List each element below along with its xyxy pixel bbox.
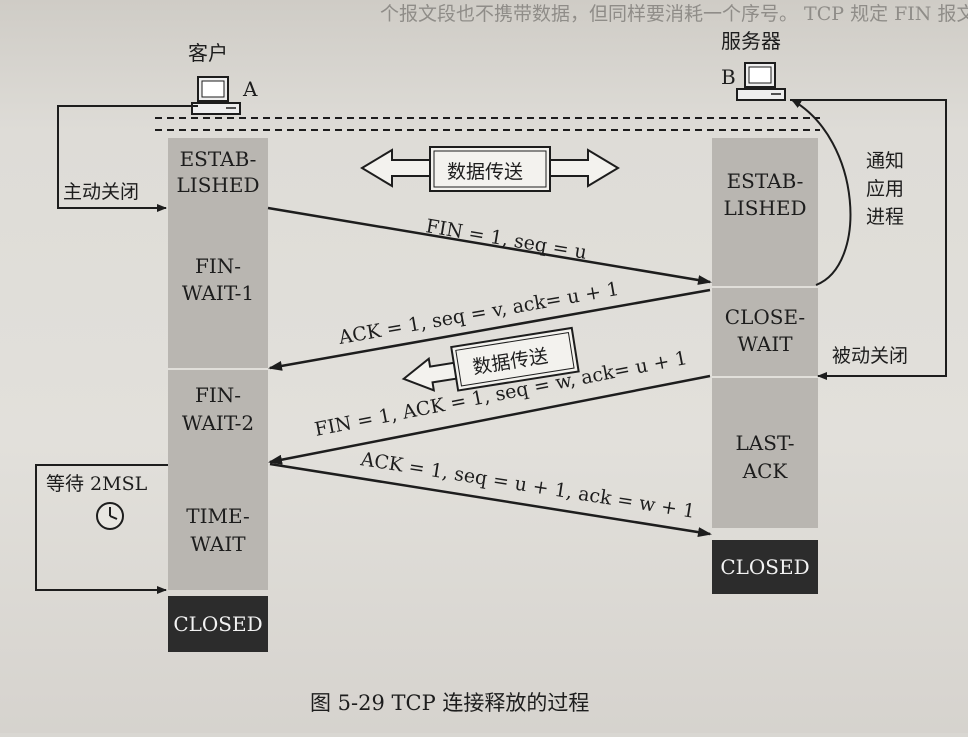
client-closed-label: CLOSED <box>173 612 262 636</box>
server-close-wait-l2: WAIT <box>737 332 793 356</box>
client-time-wait-l1: TIME- <box>186 504 249 528</box>
client-fin-wait-1-l1: FIN- <box>195 254 241 278</box>
state-time-wait <box>168 462 268 590</box>
state-established-server <box>712 138 818 286</box>
state-closed-server <box>712 540 818 594</box>
server-closed-label: CLOSED <box>720 555 809 579</box>
state-fin-wait-1 <box>168 206 268 368</box>
notify-app-curve <box>791 99 852 286</box>
notify-app-l1: 通知 <box>866 150 904 172</box>
computer-icon <box>191 76 241 115</box>
server-last-ack-l2: ACK <box>742 459 789 483</box>
data-transfer-label: 数据传送 <box>447 161 523 183</box>
client-established-l2: LISHED <box>177 173 260 197</box>
state-closed-client <box>168 596 268 652</box>
client-fin-wait-1-l2: WAIT-1 <box>182 281 254 305</box>
computer-icon <box>736 62 786 101</box>
client-timeline <box>168 138 268 652</box>
server-last-ack-l1: LAST- <box>736 431 795 455</box>
fin1-arrow <box>267 206 712 285</box>
server-close-wait-l1: CLOSE- <box>725 305 805 329</box>
active-close-line <box>57 105 198 212</box>
notify-app-l3: 进程 <box>866 206 904 228</box>
data-transfer-arrow-2: 数据传送 <box>401 326 580 392</box>
server-timeline <box>712 138 818 594</box>
data-transfer-arrow <box>360 146 620 192</box>
active-close-label: 主动关闭 <box>63 181 139 203</box>
notify-app-l2: 应用 <box>866 178 904 200</box>
passive-close-line <box>790 99 947 380</box>
client-time-wait-l2: WAIT <box>190 532 246 556</box>
ack1-arrow <box>268 288 711 371</box>
state-last-ack <box>712 378 818 528</box>
state-established-client <box>168 138 268 206</box>
wait-2msl-line <box>35 464 168 594</box>
passive-close-label: 被动关闭 <box>832 345 908 367</box>
server-established-l1: ESTAB- <box>727 169 804 193</box>
fin1-label: FIN = 1, seq = u <box>424 215 588 264</box>
state-close-wait <box>712 288 818 376</box>
figure-caption: 图 5-29 TCP 连接释放的过程 <box>310 691 589 715</box>
network-lines <box>155 117 820 131</box>
client-fin-wait-2-l2: WAIT-2 <box>182 411 254 435</box>
server-title: 服务器 <box>721 29 781 53</box>
client-fin-wait-2-l1: FIN- <box>195 383 241 407</box>
fin2-arrow <box>268 374 711 465</box>
clock-icon <box>96 502 124 530</box>
client-title: 客户 <box>188 41 228 65</box>
header-text: 个报文段也不携带数据，但同样要消耗一个序号。 TCP 规定 FIN 报文段即使不… <box>380 3 968 25</box>
server-established-l2: LISHED <box>724 196 807 220</box>
ack2-arrow <box>269 462 712 538</box>
wait-2msl-label: 等待 2MSL <box>46 473 148 495</box>
state-fin-wait-2 <box>168 370 268 462</box>
client-letter: A <box>242 77 258 101</box>
client-established-l1: ESTAB- <box>180 147 257 171</box>
server-letter: B <box>721 65 736 89</box>
